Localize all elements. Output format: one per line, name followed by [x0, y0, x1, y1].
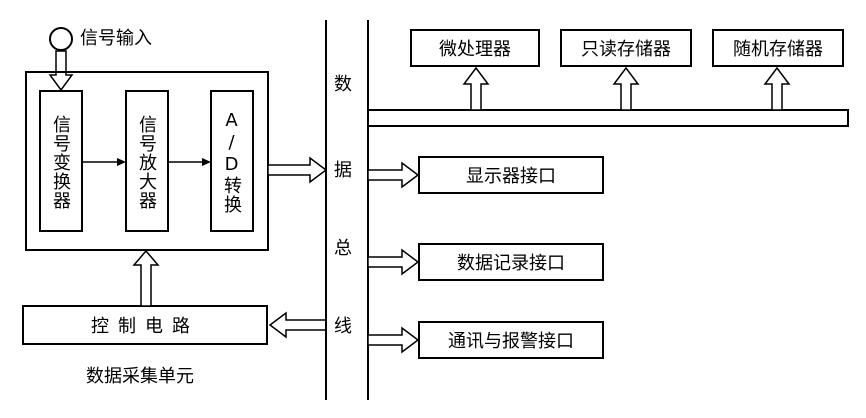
ad-converter-label: A/D转换: [221, 110, 242, 214]
acquisition-unit-caption: 数据采集单元: [86, 366, 194, 387]
arrow-to-comm-interface: [367, 326, 420, 354]
arrow-signal-into-unit: [48, 50, 74, 92]
acquisition-outer-box: [25, 71, 269, 251]
signal-input-label: 信号输入: [80, 28, 152, 49]
microprocessor-box: 微处理器: [410, 29, 540, 67]
rom-box: 只读存储器: [560, 29, 692, 67]
signal-amplifier-box: [125, 90, 169, 232]
record-interface-box: 数据记录接口: [418, 243, 604, 281]
control-circuit-label: 控制电路: [91, 316, 199, 337]
arrow-amplifier-to-ad-head: [202, 158, 211, 166]
ad-converter-box: [210, 90, 254, 232]
bus-char-2: 据: [334, 160, 352, 181]
arrow-to-display-interface: [367, 161, 420, 189]
arrow-ad-to-bus: [267, 156, 328, 184]
signal-converter-label: 信号变换器: [50, 114, 71, 210]
arrow-converter-to-amplifier-head: [117, 158, 126, 166]
arrow-bus-to-rom: [612, 66, 640, 111]
control-circuit-box: [22, 305, 268, 345]
arrow-bus-to-microprocessor: [462, 66, 490, 111]
signal-amplifier-label: 信号放大器: [136, 114, 157, 210]
arrow-to-record-interface: [367, 248, 420, 276]
bus-char-1: 数: [334, 74, 352, 95]
arrow-bus-to-ram: [763, 66, 791, 111]
signal-input-circle: [49, 27, 73, 51]
arrow-bus-to-control: [268, 311, 327, 339]
ram-box: 随机存储器: [712, 29, 844, 67]
comm-interface-box: 通讯与报警接口: [418, 321, 604, 359]
bus-char-3: 总: [334, 238, 352, 259]
horizontal-bus-bar: [367, 109, 849, 127]
bus-char-4: 线: [334, 316, 352, 337]
arrow-control-to-unit: [132, 249, 160, 307]
display-interface-box: 显示器接口: [418, 156, 604, 194]
signal-converter-box: [39, 90, 83, 232]
